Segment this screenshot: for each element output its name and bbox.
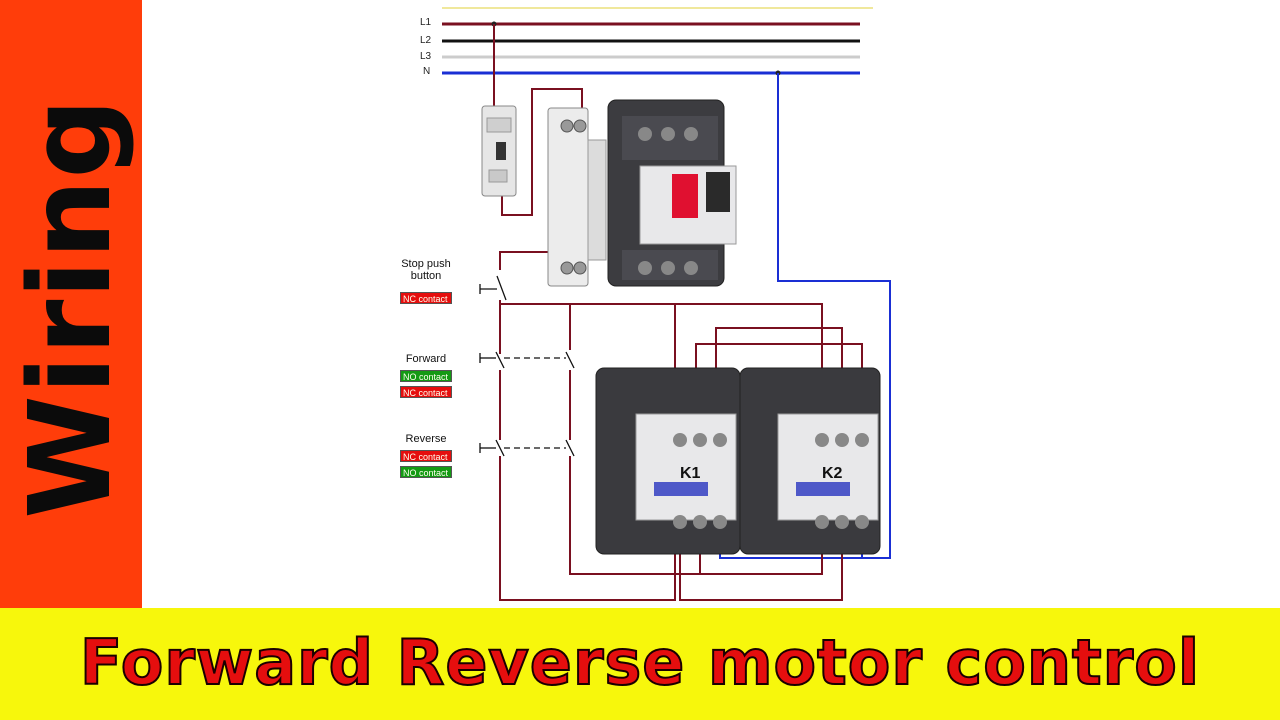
auxiliary-contact-block [547,107,607,287]
reverse-nc-tag: NC contact [400,450,452,462]
motor-circuit-breaker [607,99,737,287]
side-banner [0,0,142,608]
k2-label: K2 [822,465,843,482]
stop-nc-tag: NC contact [400,292,452,304]
neutral-wire [777,73,891,559]
line-label-n: N [423,66,431,77]
wiring-diagram: K1 K2 [442,7,891,601]
forward-no-tag: NO contact [400,370,452,382]
stop-button-caption: Stop push button [401,258,451,282]
contactor-k1 [595,367,741,555]
reverse-push-button [479,439,575,457]
line-label-l1: L1 [420,17,432,28]
reverse-button-caption: Reverse [405,433,447,445]
forward-button-caption: Forward [405,353,447,365]
stop-push-button [479,275,507,301]
line-label-l2: L2 [420,35,432,46]
bottom-title: Forward Reverse motor control [79,625,1201,700]
mcb-breaker [481,105,517,197]
line-label-l3: L3 [420,51,432,62]
bottom-banner [0,608,1280,720]
forward-nc-tag: NC contact [400,386,452,398]
reverse-no-tag: NO contact [400,466,452,478]
contactor-k2 [739,367,881,555]
k1-label: K1 [680,465,701,482]
forward-push-button [479,351,575,369]
